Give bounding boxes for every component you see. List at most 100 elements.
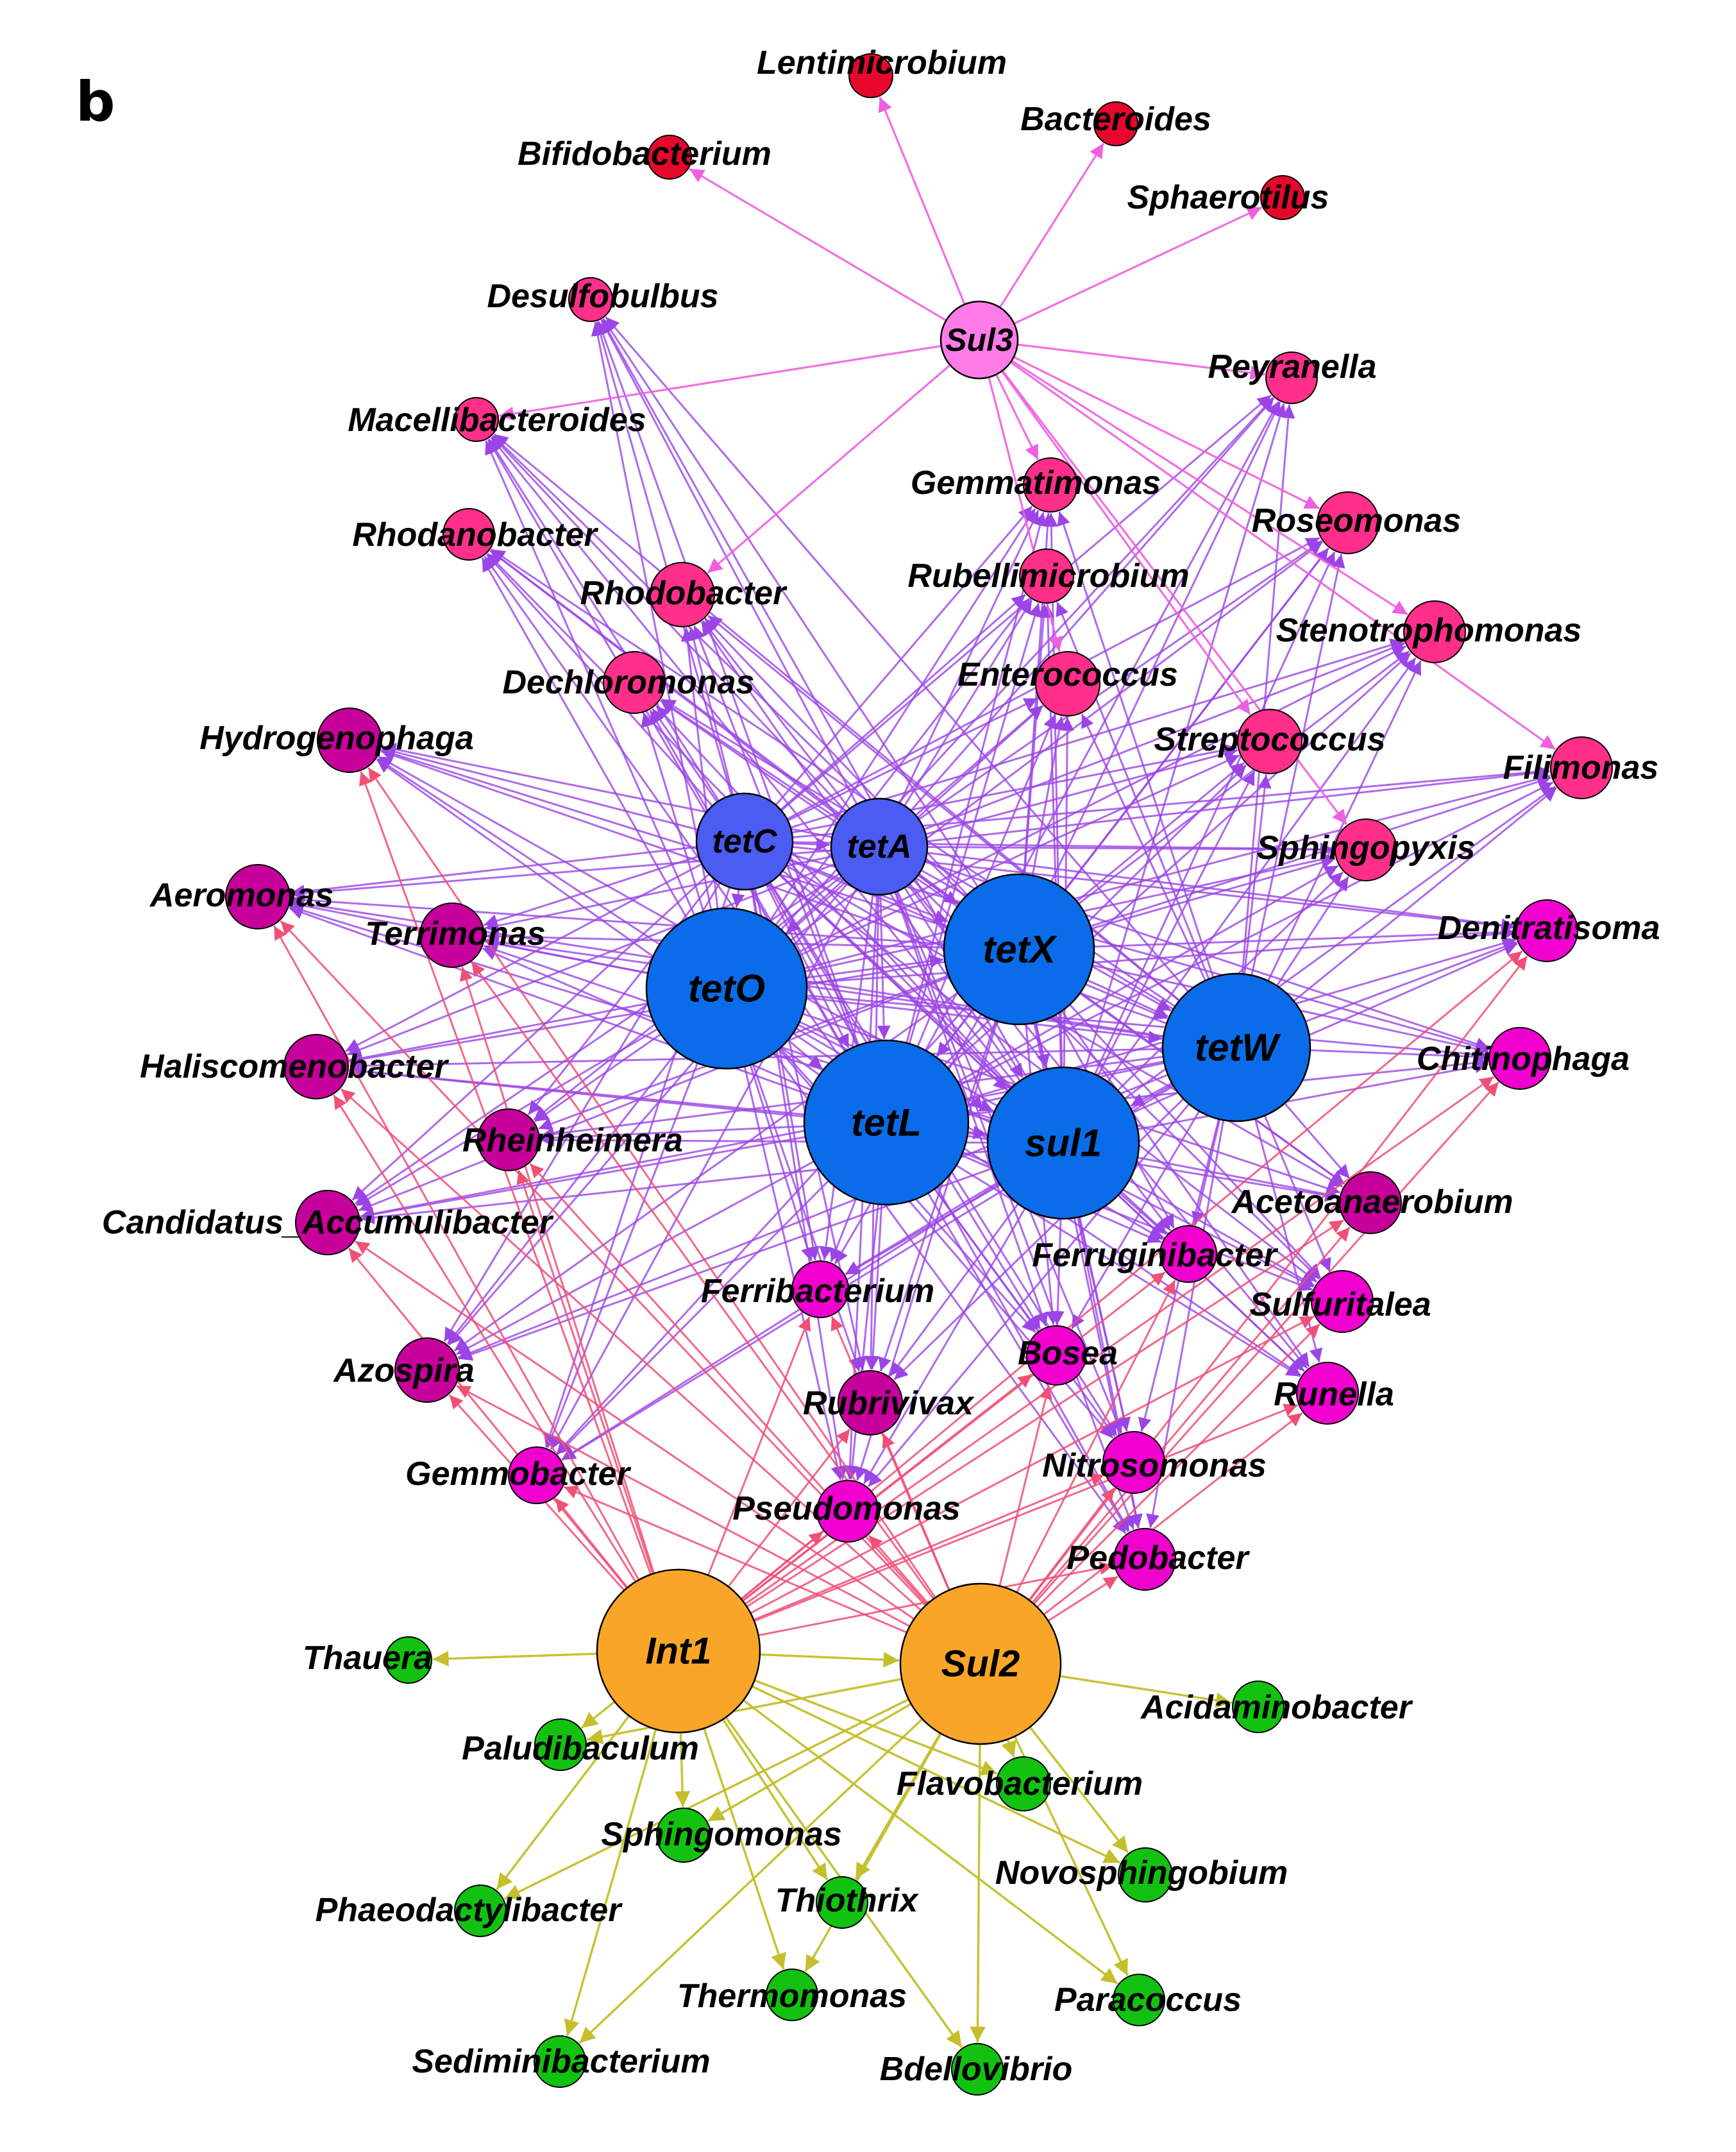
hub-node-tetL[interactable] bbox=[803, 1039, 970, 1206]
edge-tetC-rheinheimera bbox=[527, 878, 716, 1115]
hub-node-tetW[interactable] bbox=[1161, 972, 1311, 1123]
node-bosea[interactable] bbox=[1026, 1325, 1086, 1385]
node-dechloromonas[interactable] bbox=[603, 651, 666, 714]
node-pseudomonas[interactable] bbox=[816, 1480, 879, 1543]
node-sphingopyxis[interactable] bbox=[1335, 818, 1397, 881]
node-novosphingobium[interactable] bbox=[1118, 1847, 1173, 1902]
node-flavobacterium[interactable] bbox=[996, 1756, 1051, 1811]
node-rhodobacter[interactable] bbox=[650, 562, 715, 627]
node-runella[interactable] bbox=[1296, 1362, 1359, 1425]
genus-label-paludibaculum: Paludibaculum bbox=[462, 1730, 699, 1767]
node-gemmatimonas[interactable] bbox=[1023, 457, 1078, 513]
edge-tetX-tetW bbox=[1086, 979, 1169, 1018]
edge-tetC-aeromonas bbox=[291, 845, 697, 899]
node-acetoanaerobium[interactable] bbox=[1339, 1171, 1402, 1234]
genus-label-thermomonas: Thermomonas bbox=[677, 1978, 907, 2015]
genus-label-hydrogenophaga: Hydrogenophaga bbox=[199, 720, 474, 757]
node-desulfobulbus[interactable] bbox=[568, 277, 613, 322]
node-nitrosomonas[interactable] bbox=[1102, 1431, 1165, 1494]
node-gemmobacter[interactable] bbox=[508, 1446, 566, 1504]
edge-tetC-tetL bbox=[765, 884, 850, 1049]
node-reyranella[interactable] bbox=[1265, 352, 1318, 404]
node-terrimonas[interactable] bbox=[419, 902, 485, 968]
node-aeromonas[interactable] bbox=[225, 864, 291, 929]
node-chitinophaga[interactable] bbox=[1488, 1027, 1551, 1090]
node-stenotrophomonas[interactable] bbox=[1403, 600, 1466, 663]
node-hydrogenophaga[interactable] bbox=[317, 707, 382, 773]
node-azospira[interactable] bbox=[394, 1337, 460, 1403]
edge-sul2-sediminibacterium bbox=[578, 1718, 923, 2044]
hub-node-sul1[interactable] bbox=[986, 1066, 1140, 1220]
genus-label-sphaerotilus: Sphaerotilus bbox=[1127, 179, 1329, 216]
edge-sul2-bdellovibrio bbox=[970, 1743, 986, 2043]
hub-node-tetC[interactable] bbox=[695, 792, 794, 891]
genus-label-aeromonas: Aeromonas bbox=[149, 877, 333, 914]
node-phaeodactylibacter[interactable] bbox=[454, 1885, 507, 1937]
node-paludibaculum[interactable] bbox=[534, 1718, 587, 1771]
genus-label-bifidobacterium: Bifidobacterium bbox=[518, 135, 771, 173]
genus-label-rhodobacter: Rhodobacter bbox=[580, 575, 788, 612]
edge-tetO-ferribacterium bbox=[749, 1064, 814, 1262]
node-filimonas[interactable] bbox=[1550, 736, 1613, 799]
node-sulfuritalea[interactable] bbox=[1311, 1270, 1374, 1333]
node-rubellimicrobium[interactable] bbox=[1019, 548, 1074, 604]
edge-tetW-acetoanaerobium bbox=[1284, 1103, 1351, 1180]
edge-sul1-ferribacterium bbox=[845, 1181, 999, 1275]
node-streptococcus[interactable] bbox=[1237, 709, 1302, 774]
node-enterococcus[interactable] bbox=[1035, 651, 1100, 716]
genus-label-terrimonas: Terrimonas bbox=[365, 915, 545, 953]
node-roseomonas[interactable] bbox=[1317, 491, 1379, 554]
node-rubrivivax[interactable] bbox=[838, 1370, 903, 1436]
node-ferribacterium[interactable] bbox=[791, 1260, 849, 1318]
node-rheinheimera[interactable] bbox=[477, 1108, 540, 1171]
edge-int1-haliscomenobacter bbox=[333, 1094, 637, 1582]
hub-node-sul3[interactable] bbox=[940, 300, 1019, 380]
node-bacteroides[interactable] bbox=[1093, 101, 1138, 146]
node-thermomonas[interactable] bbox=[766, 1969, 818, 2021]
hub-node-int1[interactable] bbox=[596, 1568, 761, 1734]
edge-int1-nitrosomonas bbox=[753, 1473, 1105, 1621]
edge-tetW-streptococcus bbox=[1243, 774, 1272, 974]
genus-label-bosea: Bosea bbox=[1018, 1335, 1118, 1372]
node-rhodanobacter[interactable] bbox=[442, 508, 495, 561]
edge-int1-gemmobacter bbox=[554, 1497, 628, 1589]
node-sphingomonas[interactable] bbox=[656, 1808, 711, 1863]
edge-sul2-acetoanaerobium bbox=[1031, 1226, 1351, 1604]
genus-label-ferruginibacter: Ferruginibacter bbox=[1032, 1237, 1278, 1274]
node-paracoccus[interactable] bbox=[1113, 1974, 1165, 2026]
node-candidatus[interactable] bbox=[295, 1190, 360, 1255]
node-sphaerotilus[interactable] bbox=[1260, 175, 1305, 220]
node-macellibacteroides[interactable] bbox=[454, 397, 499, 442]
hub-node-tetX[interactable] bbox=[943, 873, 1095, 1026]
edge-tetX-enterococcus bbox=[1031, 716, 1066, 876]
node-haliscomenobacter[interactable] bbox=[283, 1034, 349, 1099]
edge-tetA-pedobacter bbox=[895, 891, 1136, 1530]
hub-label-sul3: Sul3 bbox=[945, 322, 1013, 358]
node-ferruginibacter[interactable] bbox=[1159, 1225, 1217, 1283]
genus-label-paracoccus: Paracoccus bbox=[1054, 1981, 1242, 2019]
node-denitratisoma[interactable] bbox=[1515, 899, 1578, 962]
genus-label-thauera: Thauera bbox=[303, 1639, 432, 1677]
edge-int1-thauera bbox=[432, 1650, 598, 1667]
node-bifidobacterium[interactable] bbox=[647, 135, 692, 180]
edge-tetA-stenotrophomonas bbox=[923, 641, 1405, 831]
node-bdellovibrio[interactable] bbox=[951, 2043, 1004, 2096]
edge-tetL-terrimonas bbox=[482, 947, 812, 1091]
hub-node-sul2[interactable] bbox=[899, 1582, 1062, 1745]
hub-node-tetA[interactable] bbox=[830, 797, 929, 896]
hub-node-tetO[interactable] bbox=[645, 907, 808, 1070]
node-thiothrix[interactable] bbox=[816, 1876, 868, 1929]
edge-sul1-rubrivivax bbox=[889, 1203, 1019, 1377]
edge-sul1-streptococcus bbox=[1097, 770, 1256, 1076]
edge-tetO-tetL bbox=[787, 1039, 823, 1070]
node-lentimicrobium[interactable] bbox=[848, 53, 893, 98]
hub-label-tetL: tetL bbox=[851, 1101, 922, 1144]
edge-tetW-roseomonas bbox=[1251, 554, 1345, 976]
edge-int1-sphingomonas bbox=[674, 1732, 691, 1808]
genus-label-dechloromonas: Dechloromonas bbox=[503, 664, 755, 701]
node-thauera[interactable] bbox=[385, 1636, 432, 1684]
edge-sul2-phaeodactylibacter bbox=[503, 1698, 909, 1900]
node-sediminibacterium[interactable] bbox=[534, 2035, 586, 2088]
node-acidaminobacter[interactable] bbox=[1232, 1681, 1285, 1733]
node-pedobacter[interactable] bbox=[1113, 1528, 1176, 1591]
